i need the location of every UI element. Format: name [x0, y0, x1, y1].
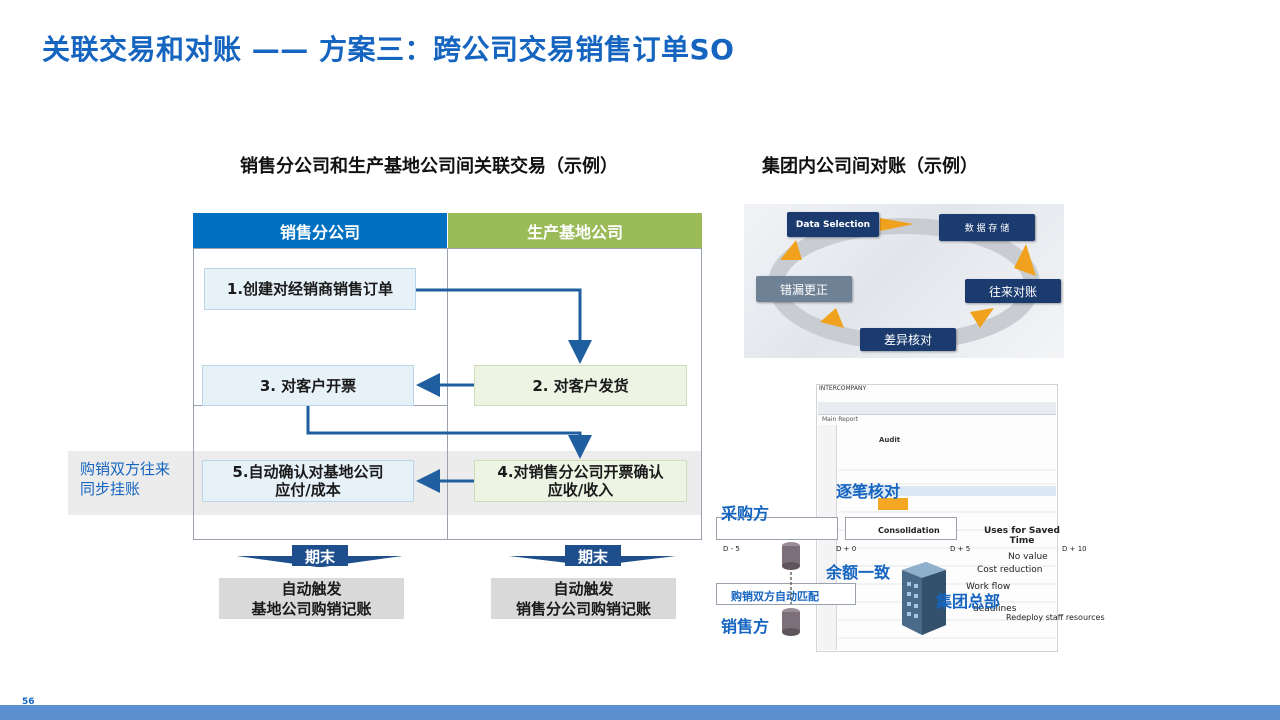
hq-building-icon — [902, 562, 946, 635]
day-minus-5: D - 5 — [723, 545, 740, 553]
auto-trigger-base-company: 自动触发 基地公司购销记账 — [219, 578, 404, 619]
page-number: 56 — [22, 697, 35, 707]
uses-for-saved-time: Uses for Saved Time — [984, 526, 1060, 546]
header-production-base: 生产基地公司 — [448, 213, 702, 248]
cost-reduction-label: Cost reduction — [977, 565, 1043, 575]
report-toolbar — [818, 402, 1056, 415]
deadlines-label: deadlines — [973, 604, 1017, 614]
day-plus-5: D + 5 — [950, 545, 971, 553]
server-graphics — [782, 542, 946, 636]
balance-consistent-label: 余额一致 — [826, 563, 891, 582]
seller-server-icon — [782, 608, 800, 636]
workflow-label: Work flow — [966, 582, 1011, 592]
page-title: 关联交易和对账 —— 方案三：跨公司交易销售订单SO — [42, 33, 735, 66]
auto-match-box — [716, 583, 856, 605]
day-plus-10: D + 10 — [1062, 545, 1087, 553]
header-sales-branch: 销售分公司 — [193, 213, 447, 248]
sync-band-label: 购销双方往来 同步挂账 — [80, 460, 171, 498]
auto-trigger-sales-branch: 自动触发 销售分公司购销记账 — [491, 578, 676, 619]
line-by-line-label: 逐笔核对 — [836, 482, 901, 501]
footer-bar — [0, 705, 1280, 720]
cycle-difference-check: 差异核对 — [860, 328, 956, 351]
cycle-reconcile: 往来对账 — [965, 279, 1061, 303]
consolidation-label: Consolidation — [878, 526, 940, 535]
seller-label: 销售方 — [721, 617, 770, 636]
step-2-ship: 2. 对客户发货 — [474, 365, 687, 406]
step-1-create-order: 1.创建对经销商销售订单 — [204, 268, 416, 310]
column-divider — [447, 248, 448, 540]
no-value-label: No value — [1008, 552, 1048, 562]
arrow-step1-to-step2 — [416, 288, 592, 364]
period-banner-left-body — [292, 545, 348, 566]
buyer-timeline-box — [716, 517, 838, 540]
report-table-lines — [838, 469, 1056, 639]
buyer-label: 采购方 — [721, 504, 770, 523]
day-0: D + 0 — [836, 545, 857, 553]
report-heading: Audit — [879, 436, 901, 444]
period-end-left: 期末 — [304, 548, 335, 566]
cycle-error-correction: 错漏更正 — [756, 276, 852, 302]
arrow-step3-to-step4 — [306, 406, 592, 459]
report-tab: Main Report — [822, 416, 859, 423]
auto-match-label: 购销双方自动匹配 — [731, 590, 819, 603]
step-5-confirm-payable: 5.自动确认对基地公司 应付/成本 — [202, 460, 414, 502]
buyer-server-icon — [782, 542, 800, 570]
cycle-data-storage: 数 据 存 储 — [939, 214, 1035, 241]
period-end-right: 期末 — [577, 548, 608, 566]
right-subtitle: 集团内公司间对账（示例） — [762, 156, 978, 177]
report-window-title: INTERCOMPANY — [819, 385, 867, 392]
cycle-data-selection: Data Selection — [787, 212, 879, 237]
period-banner-right-body — [565, 545, 621, 566]
step-3-invoice: 3. 对客户开票 — [202, 365, 414, 406]
redeploy-label: Redeploy staff resources — [1006, 613, 1105, 622]
left-subtitle: 销售分公司和生产基地公司间关联交易（示例） — [240, 156, 618, 177]
group-hq-label: 集团总部 — [936, 592, 1001, 611]
consolidation-box — [845, 517, 957, 540]
step-4-confirm-receivable: 4.对销售分公司开票确认 应收/收入 — [474, 460, 687, 502]
